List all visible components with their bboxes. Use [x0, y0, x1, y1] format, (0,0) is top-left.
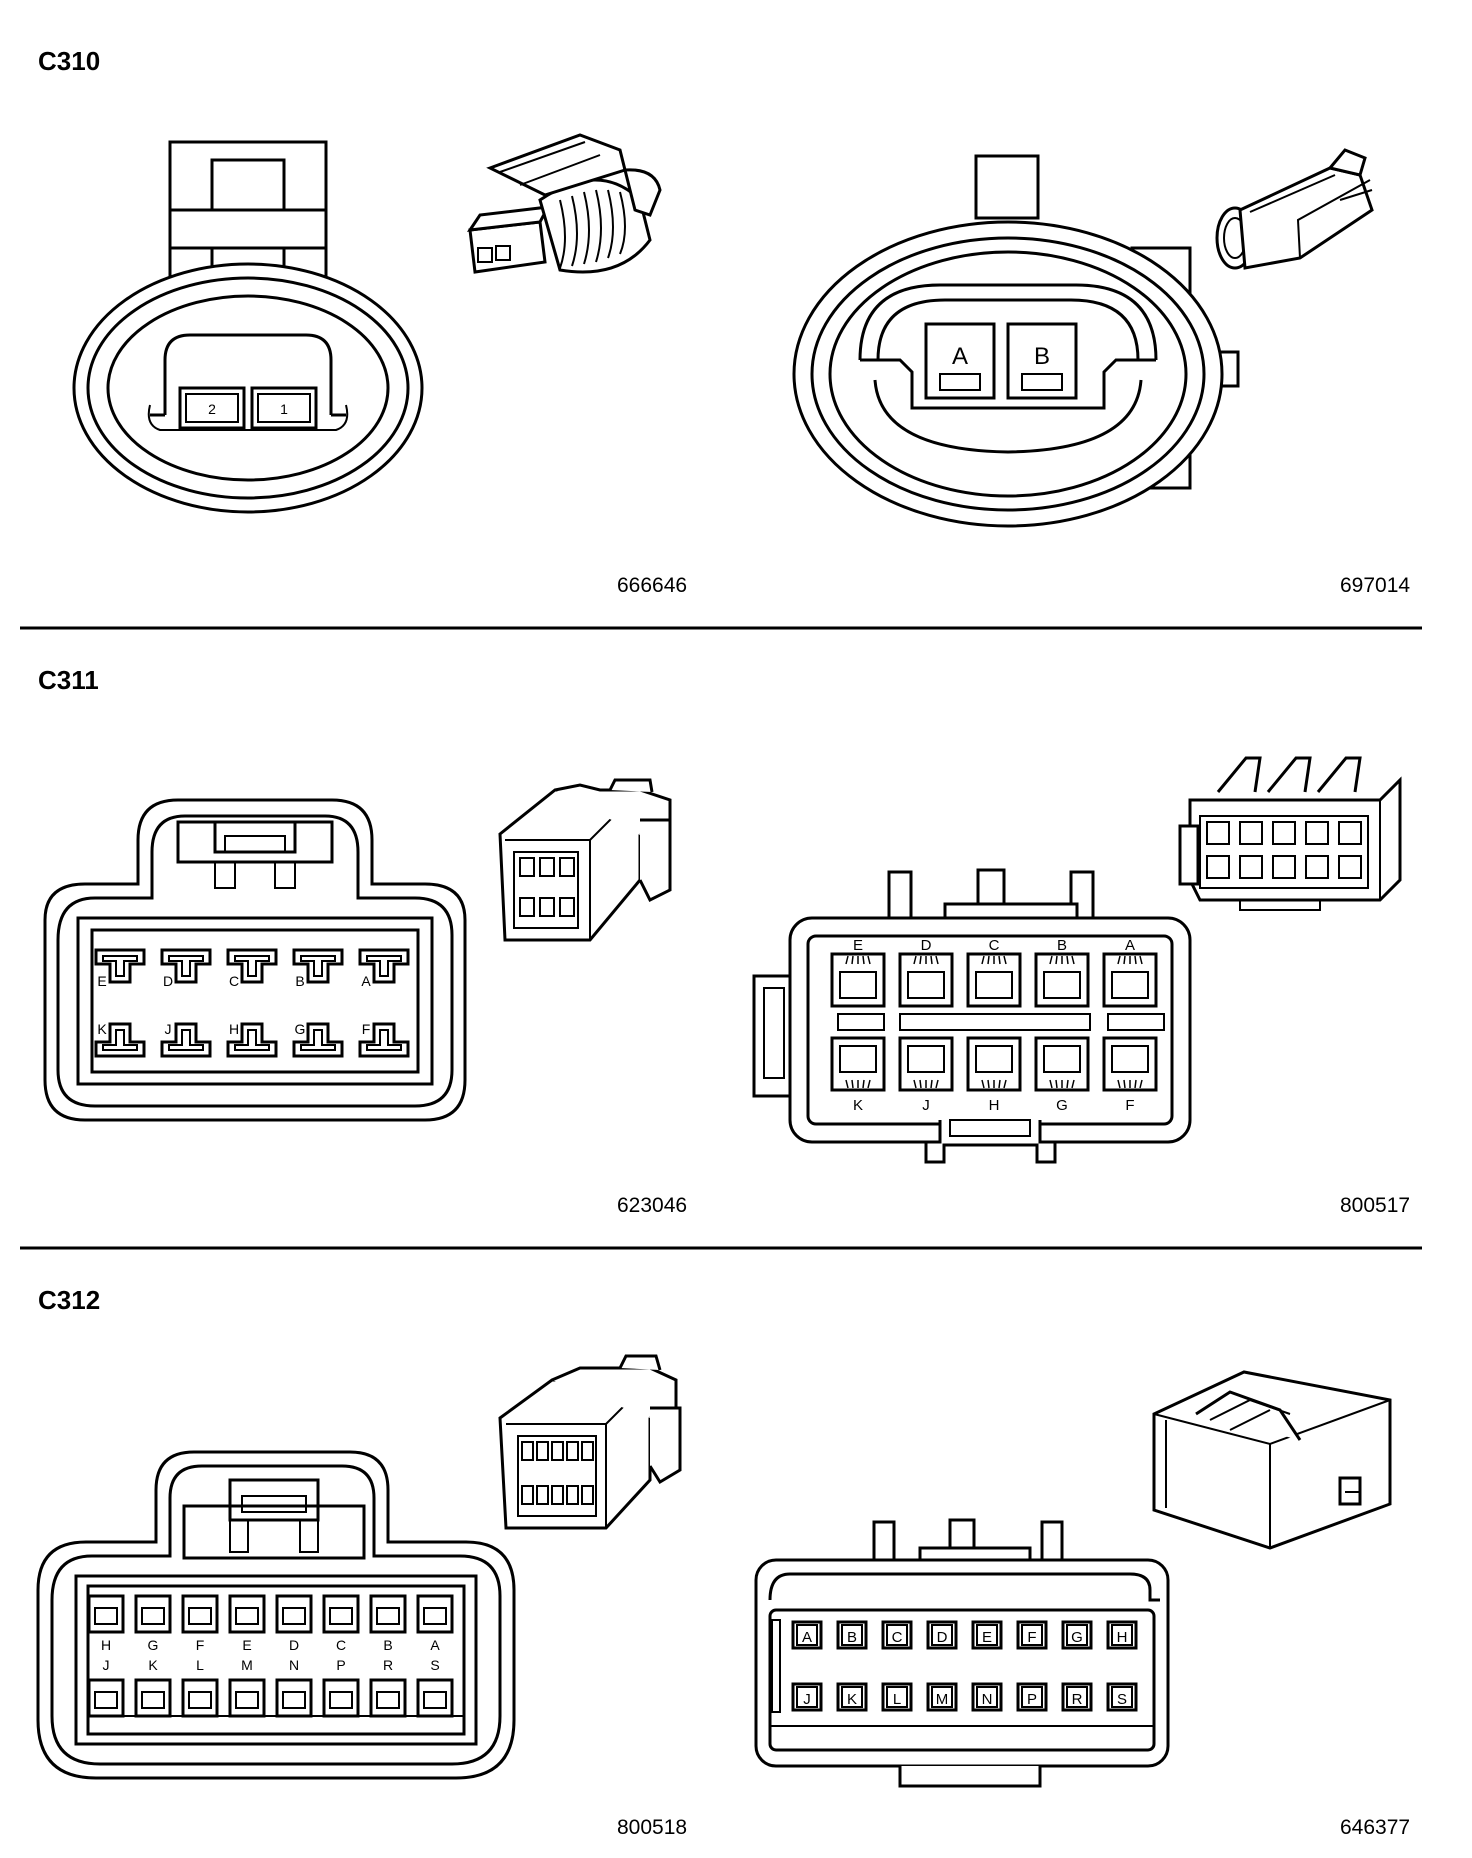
pin-label: G [148, 1637, 159, 1653]
c312-right-pin-grid: A J B K C L D M E N F P G R H S [791, 1620, 1138, 1712]
pin-label: C [892, 1629, 903, 1646]
pin-label: A [361, 973, 371, 989]
pin-cavity [358, 1022, 410, 1058]
pin-label: P [336, 1657, 345, 1673]
pin-label: N [289, 1657, 299, 1673]
pin-label: E [982, 1629, 992, 1646]
pin-label: C [229, 973, 239, 989]
pin-cavity [358, 948, 410, 984]
c312-left-pin-grid: HJ GK FL EM DN CP BR AS [87, 1594, 454, 1718]
c312-left-part-number: 800518 [617, 1816, 687, 1839]
pin-cavity [160, 948, 212, 984]
section-title-c310: C310 [38, 46, 100, 76]
pin-label: C [336, 1637, 346, 1653]
pin-label: N [982, 1691, 993, 1708]
pin-label: R [383, 1657, 393, 1673]
c311-left-pin-grid: E K D J C H B G A F [94, 948, 410, 1058]
pin-label: H [229, 1021, 239, 1037]
pin-label: J [922, 1097, 930, 1114]
pin-label: S [1117, 1691, 1127, 1708]
c311-right-pin-grid: E K D J C H B G A F [830, 937, 1158, 1114]
pin-label: B [847, 1629, 857, 1646]
pin-label: J [803, 1691, 811, 1708]
pin-label: K [847, 1691, 857, 1708]
pin-label: D [937, 1629, 948, 1646]
pin-label: D [163, 973, 173, 989]
pin-label: F [1125, 1097, 1134, 1114]
c310-right-part-number: 697014 [1340, 574, 1410, 597]
c310-right-pin-label: B [1034, 343, 1050, 370]
pin-label: H [989, 1097, 1000, 1114]
pin-label: B [295, 973, 304, 989]
pin-label: K [97, 1021, 107, 1037]
section-title-c312: C312 [38, 1285, 100, 1315]
c310-right-face-view: A B [792, 154, 1240, 528]
c312-right-connector-illustration [1152, 1370, 1392, 1550]
section-title-c311: C311 [38, 665, 99, 695]
pin-label: C [989, 937, 1000, 954]
pin-label: B [1057, 937, 1067, 954]
c311-right-face-view [752, 868, 1192, 1164]
c310-left-pin-label: 1 [280, 401, 288, 417]
c311-right-connector-illustration [1178, 756, 1402, 911]
pin-label: E [853, 937, 863, 954]
pin-label: F [196, 1637, 205, 1653]
pin-label: J [103, 1657, 110, 1673]
pin-label: G [1056, 1097, 1068, 1114]
pin-label: H [1117, 1629, 1128, 1646]
pin-label: G [295, 1021, 306, 1037]
pin-label: F [1027, 1629, 1036, 1646]
c311-left-part-number: 623046 [617, 1194, 687, 1217]
c310-right-pin-label: A [952, 343, 968, 370]
c312-left-connector-illustration [498, 1354, 682, 1530]
pin-cavity [292, 1022, 344, 1058]
c310-left-pin-label: 2 [208, 401, 216, 417]
pin-label: K [148, 1657, 158, 1673]
pin-cavity [292, 948, 344, 984]
pin-label: E [242, 1637, 251, 1653]
pin-label: S [430, 1657, 439, 1673]
pin-label: F [362, 1021, 371, 1037]
pin-label: D [921, 937, 932, 954]
pin-cavity [226, 948, 278, 984]
pin-label: A [430, 1637, 440, 1653]
pin-cavity [94, 1022, 146, 1058]
pin-label: E [97, 973, 106, 989]
pin-cavity [94, 948, 146, 984]
pin-label: M [241, 1657, 253, 1673]
c312-right-face-view [754, 1518, 1170, 1788]
pin-label: B [383, 1637, 392, 1653]
pin-label: A [1125, 937, 1135, 954]
pin-label: L [196, 1657, 204, 1673]
pin-label: M [936, 1691, 949, 1708]
c310-right-connector-illustration [1215, 148, 1374, 270]
c310-left-connector-illustration [466, 133, 662, 274]
pin-label: A [802, 1629, 812, 1646]
c311-right-part-number: 800517 [1340, 1194, 1410, 1217]
pin-label: P [1027, 1691, 1037, 1708]
c312-right-part-number: 646377 [1340, 1816, 1410, 1839]
pin-cavity [160, 1022, 212, 1058]
pin-label: K [853, 1097, 863, 1114]
c310-left-part-number: 666646 [617, 574, 687, 597]
pin-label: D [289, 1637, 299, 1653]
pin-label: G [1071, 1629, 1083, 1646]
c310-left-face-view: 2 1 [72, 140, 424, 514]
pin-cavity [226, 1022, 278, 1058]
pin-label: H [101, 1637, 111, 1653]
pin-label: L [893, 1691, 901, 1708]
c311-left-connector-illustration [498, 778, 672, 942]
pin-label: J [165, 1021, 172, 1037]
pin-label: R [1072, 1691, 1083, 1708]
